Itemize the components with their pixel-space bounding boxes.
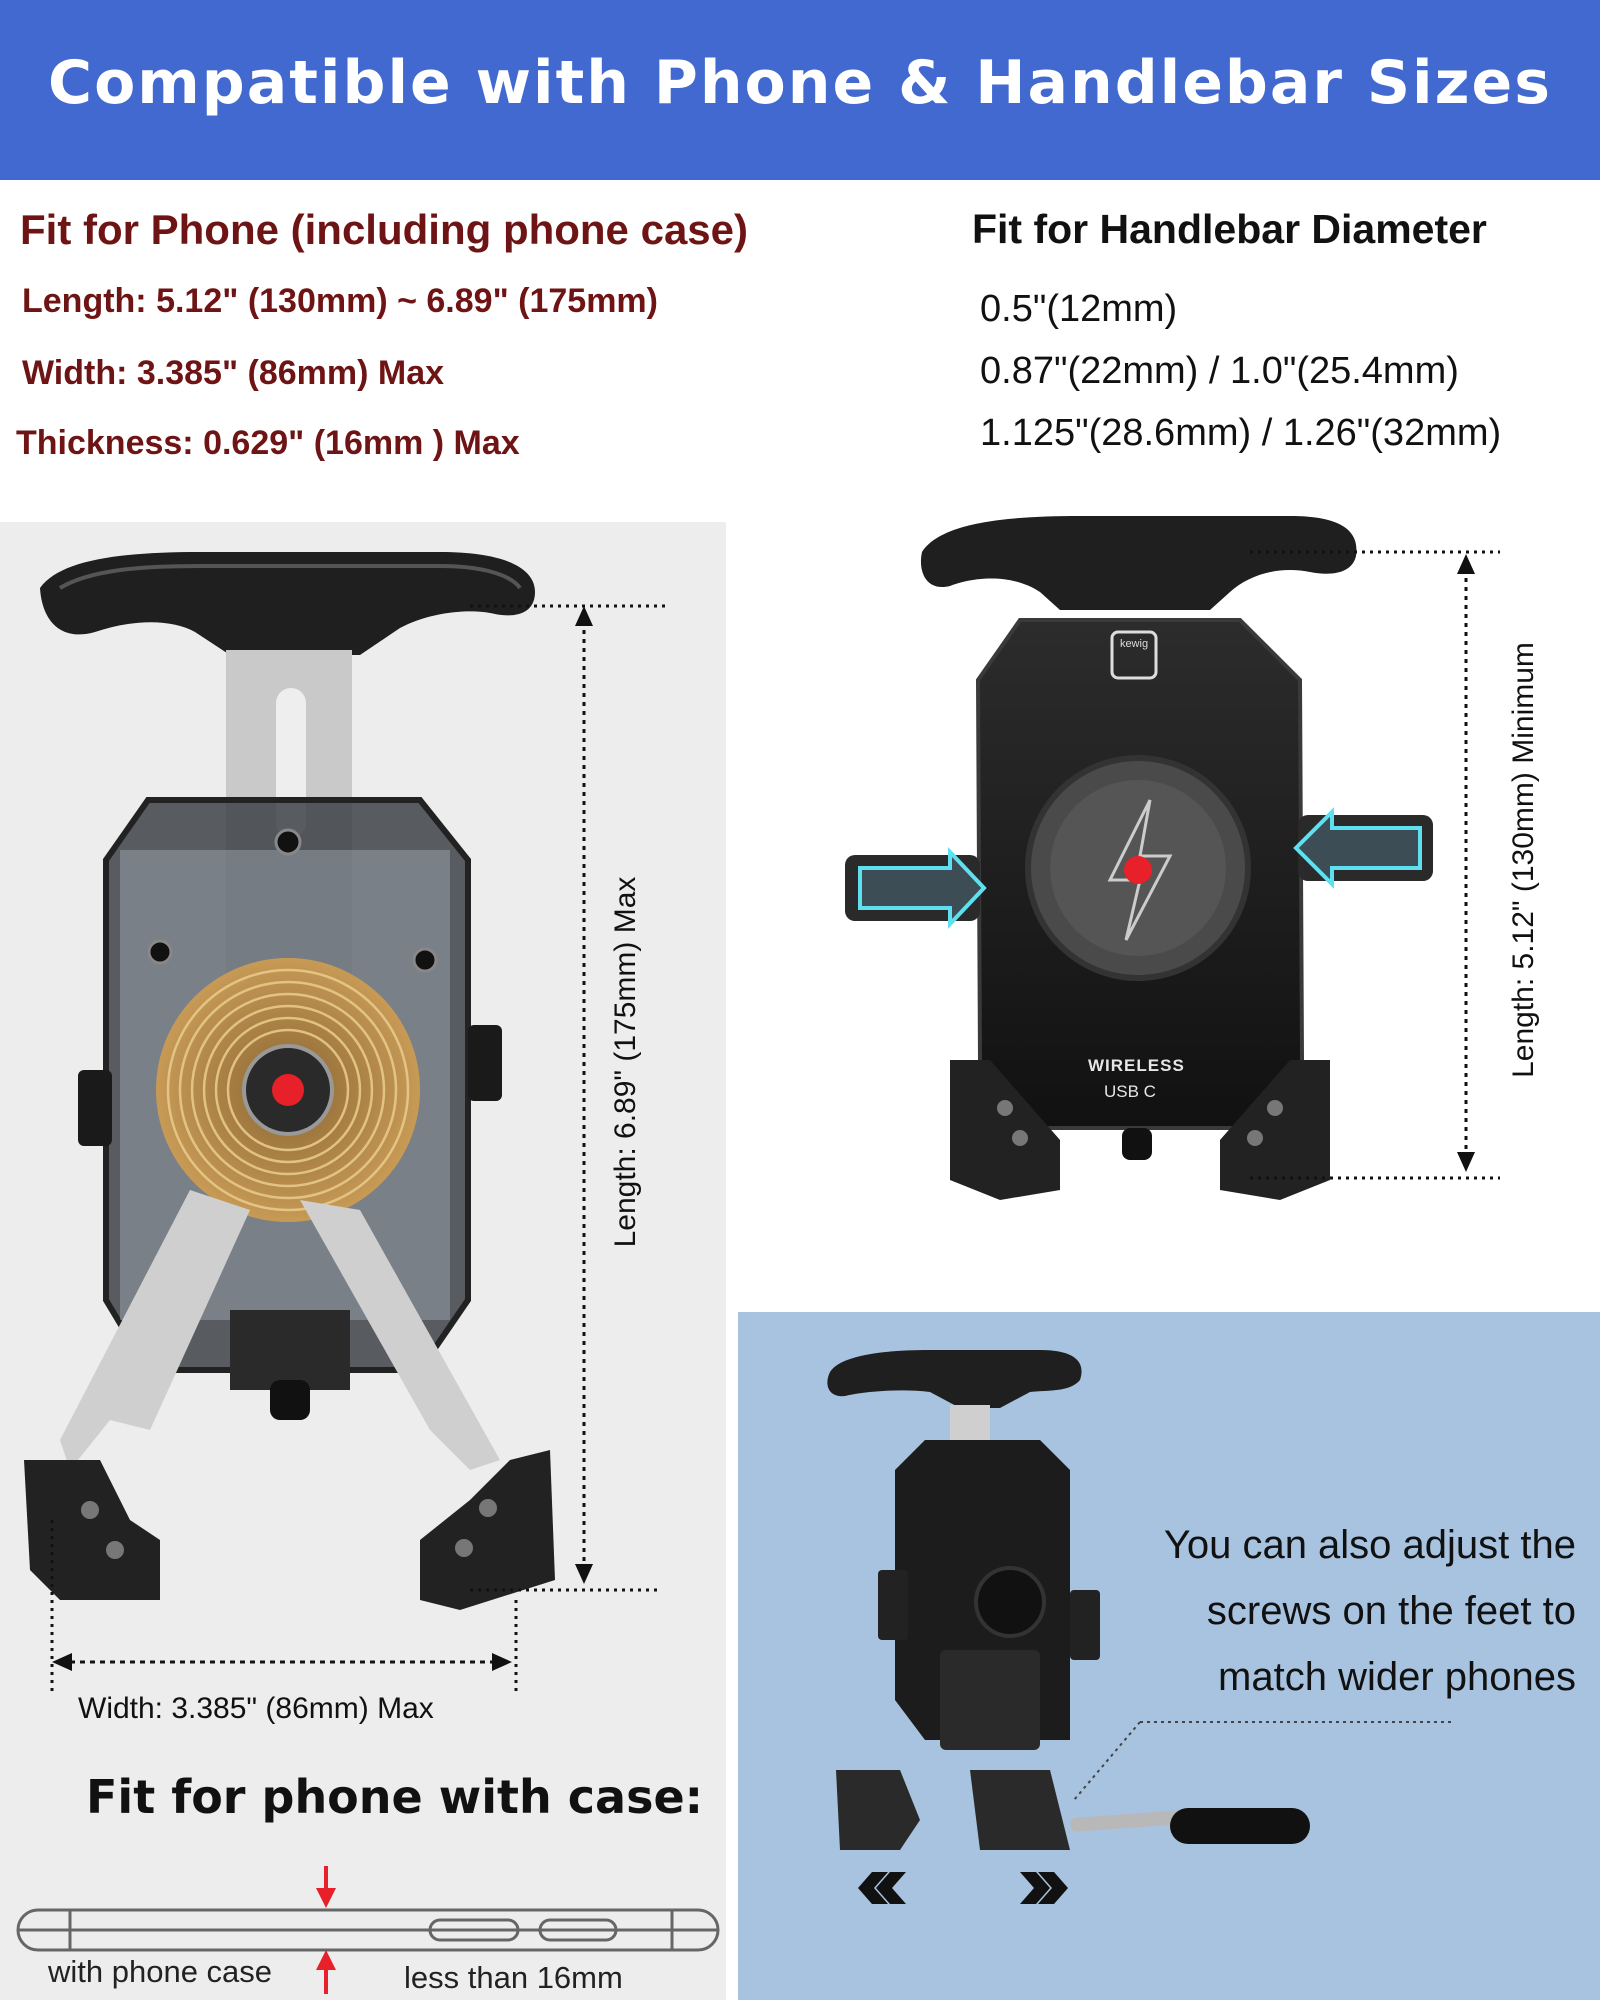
right-length-dimension <box>1250 550 1500 1180</box>
double-chevron-right-icon <box>1020 1872 1068 1904</box>
width-label: Width: 3.385" (86mm) Max <box>78 1692 434 1725</box>
phone-length-spec: Length: 5.12" (130mm) ~ 6.89" (175mm) <box>22 282 658 320</box>
phone-fit-heading: Fit for Phone (including phone case) <box>20 206 749 253</box>
red-arrow-up-icon <box>316 1950 336 1970</box>
handlebar-fit-heading: Fit for Handlebar Diameter <box>972 206 1487 252</box>
arrow-down-icon <box>1457 1152 1475 1172</box>
phone-width-spec: Width: 3.385" (86mm) Max <box>22 354 445 392</box>
adjust-note-line-1: You can also adjust the <box>1163 1523 1576 1567</box>
wireless-label: WIRELESS <box>1088 1056 1185 1075</box>
left-width-dimension <box>50 1520 518 1694</box>
adjust-mount-illustration <box>827 1350 1310 1850</box>
right-mount-illustration <box>845 516 1433 1200</box>
brand-logo-text: kewig <box>1119 638 1149 650</box>
adjust-feet-note: You can also adjust the screws on the fe… <box>1090 1512 1576 1710</box>
left-length-dimension <box>470 604 668 1592</box>
handlebar-size-1: 0.5"(12mm) <box>980 288 1178 330</box>
case-fit-title: Fit for phone with case: <box>86 1770 704 1824</box>
arrow-up-icon <box>1457 554 1475 574</box>
phone-thickness-spec: Thickness: 0.629" (16mm ) Max <box>16 424 520 462</box>
handlebar-size-3: 1.125"(28.6mm) / 1.26"(32mm) <box>980 412 1502 454</box>
callout-line-diag <box>1073 1721 1141 1801</box>
usb-c-label: USB C <box>1104 1082 1156 1101</box>
arrow-right-icon <box>492 1653 512 1671</box>
red-arrow-down-icon <box>316 1888 336 1908</box>
double-chevron-left-icon <box>858 1872 906 1904</box>
right-length-label: Length: 5.12" (130mm) Minimum <box>1507 642 1540 1078</box>
handlebar-size-2: 0.87"(22mm) / 1.0"(25.4mm) <box>980 350 1459 392</box>
arrow-down-icon <box>575 1564 593 1584</box>
case-thickness-sketch <box>16 1908 720 1952</box>
adjust-note-line-2: screws on the feet to <box>1206 1589 1576 1633</box>
left-mount-illustration <box>24 552 555 1610</box>
banner-title: Compatible with Phone & Handlebar Sizes <box>48 48 1552 118</box>
title-banner: Compatible with Phone & Handlebar Sizes <box>0 0 1600 180</box>
arrow-left-icon <box>52 1653 72 1671</box>
left-length-label: Length: 6.89" (175mm) Max <box>609 876 642 1248</box>
adjust-note-line-3: match wider phones <box>1218 1655 1576 1699</box>
thickness-limit-label: less than 16mm <box>404 1960 623 1995</box>
with-case-label: with phone case <box>48 1954 273 1989</box>
arrow-up-icon <box>575 606 593 626</box>
